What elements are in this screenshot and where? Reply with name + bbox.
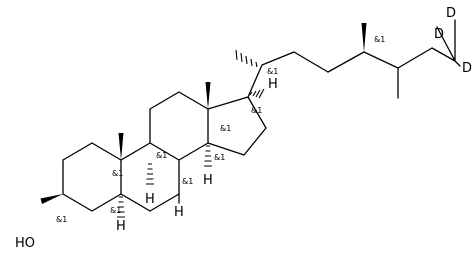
- ring-d-bonds: [207, 96, 267, 156]
- wedge-c18-methyl: [205, 82, 211, 109]
- d2-label: D: [434, 27, 444, 42]
- hydroxyl-label: HO: [15, 236, 35, 251]
- h-c9-label: H: [145, 192, 155, 207]
- stereo-c10: &1: [112, 169, 123, 178]
- wedge-c24-methyl: [361, 23, 367, 52]
- stereo-c8: &1: [182, 177, 193, 186]
- wedge-bonds: [40, 23, 367, 204]
- d3-label: D: [462, 61, 472, 76]
- ring-b-bonds: [120, 142, 180, 212]
- stereo-c20: &1: [267, 67, 278, 76]
- ring-a-bonds: [62, 142, 122, 212]
- h-c14-label: H: [203, 173, 213, 188]
- hash-c20-methyl: [235, 49, 258, 68]
- h-c8-label: H: [174, 205, 184, 220]
- stereo-c17: &1: [251, 106, 262, 115]
- deuterium-bonds: [436, 19, 461, 67]
- stereo-c24: &1: [374, 35, 385, 44]
- stereo-c5: &1: [110, 206, 121, 215]
- hashed-bonds: [117, 49, 265, 218]
- stereo-c3: &1: [56, 215, 67, 224]
- d1-label: D: [446, 6, 456, 21]
- stereo-c13: &1: [220, 124, 231, 133]
- h-c17-label: H: [268, 77, 278, 92]
- ring-c-bonds: [149, 91, 209, 161]
- stereo-c14: &1: [214, 153, 225, 162]
- side-chain-bonds: [247, 47, 456, 99]
- wedge-c19-methyl: [118, 133, 124, 160]
- stereo-c9: &1: [156, 151, 167, 160]
- hash-c5-h: [117, 196, 125, 218]
- hash-c14-h: [204, 145, 212, 167]
- atom-labels: HO H H H H H D D D: [15, 6, 472, 251]
- hash-c17-h: [249, 88, 265, 99]
- hash-c9-h: [146, 163, 154, 185]
- stereo-labels: &1 &1 &1 &1 &1 &1 &1 &1 &1 &1: [56, 35, 385, 224]
- h-c5-label: H: [116, 219, 126, 234]
- wedge-c3-oh: [40, 194, 63, 204]
